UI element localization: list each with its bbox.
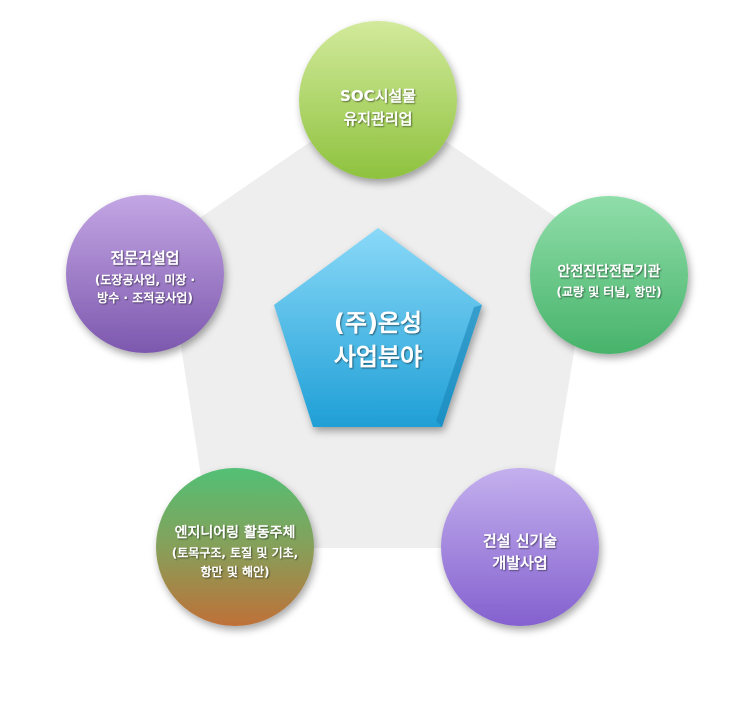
node-top-line2: 유지관리업 bbox=[343, 110, 412, 128]
node-bottom-right: 건설 신기술 개발사업 bbox=[441, 468, 599, 626]
node-bottom-left-line1: 엔지니어링 활동주체 bbox=[175, 524, 296, 541]
center-pentagon bbox=[274, 228, 482, 427]
node-left-line2: (도장공사업, 미장 · bbox=[95, 272, 195, 287]
center-title: (주)온성 bbox=[334, 309, 422, 337]
center-subtitle: 사업분야 bbox=[334, 343, 422, 371]
node-bottom-left-line3: 항만 및 해안) bbox=[200, 564, 269, 579]
node-left-line3: 방수 · 조적공사업) bbox=[97, 290, 193, 305]
node-top: SOC시설물 유지관리업 bbox=[299, 21, 457, 179]
node-right-line2: (교량 및 터널, 항만) bbox=[556, 284, 661, 299]
node-left: 전문건설업 (도장공사업, 미장 · 방수 · 조적공사업) bbox=[66, 195, 224, 353]
node-right-line1: 안전진단전문기관 bbox=[557, 263, 660, 280]
node-left-line1: 전문건설업 bbox=[110, 249, 179, 267]
node-right: 안전진단전문기관 (교량 및 터널, 항만) bbox=[530, 196, 688, 354]
node-bottom-right-line2: 개발사업 bbox=[492, 554, 547, 572]
node-bottom-right-line1: 건설 신기술 bbox=[483, 532, 557, 550]
node-bottom-left-line2: (토목구조, 토질 및 기초, bbox=[172, 545, 299, 560]
node-top-line1: SOC시설물 bbox=[340, 87, 416, 105]
node-bottom-left: 엔지니어링 활동주체 (토목구조, 토질 및 기초, 항만 및 해안) bbox=[156, 468, 314, 626]
